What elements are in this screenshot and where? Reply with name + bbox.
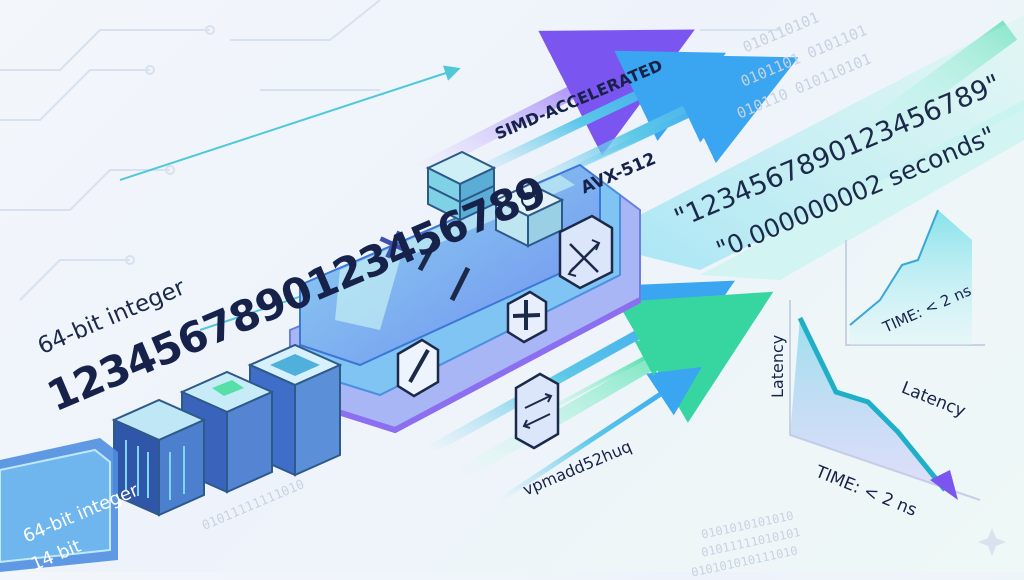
chip-icon <box>111 398 207 517</box>
calculator-icon <box>493 182 565 248</box>
top-time-area <box>850 210 972 345</box>
latency-axis-label: Latency <box>768 334 787 398</box>
shuffle-icon <box>558 214 614 290</box>
top-time-chart <box>845 209 985 346</box>
flow-arrow-purple <box>416 29 695 177</box>
swap-arrows-icon <box>514 372 560 450</box>
top-time-line <box>849 209 939 326</box>
input-pointer-arrow <box>119 65 461 181</box>
latency-arrowhead <box>930 470 958 500</box>
flow-arrow-low-3 <box>498 366 702 503</box>
flow-arrow-low-2 <box>456 291 774 482</box>
latency-area <box>790 318 980 500</box>
flow-arrow-blue <box>467 50 727 180</box>
output-band-2 <box>700 100 1024 280</box>
divide-slash-2 <box>449 266 471 302</box>
chip-pipeline <box>111 343 343 517</box>
divide-slash-1 <box>417 238 439 272</box>
latency-line <box>797 316 947 492</box>
input-panel <box>0 438 118 572</box>
sparkle-icon <box>978 528 1006 556</box>
plus-icon <box>506 290 548 344</box>
divide-icon <box>396 338 440 398</box>
server-stack-icon <box>425 150 497 222</box>
flow-arrow-blue-2 <box>558 88 742 178</box>
circuit-traces <box>0 0 780 301</box>
output-band <box>640 15 1024 270</box>
latency-chart <box>789 300 981 501</box>
